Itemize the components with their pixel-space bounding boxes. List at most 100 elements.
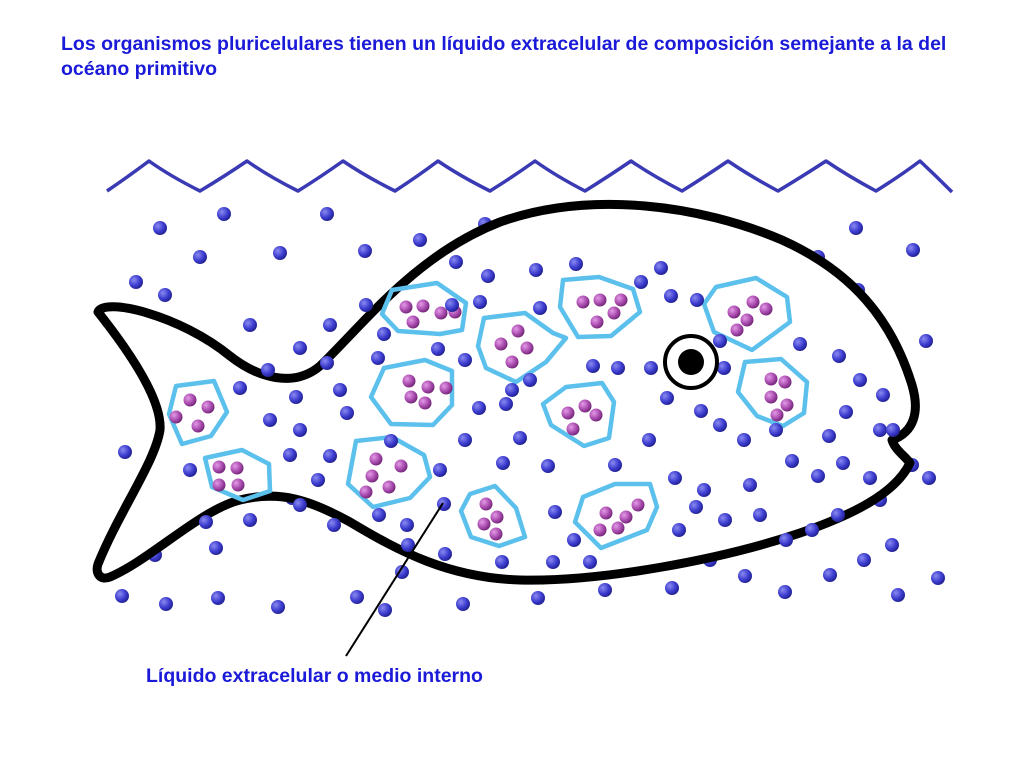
- cell-molecule: [416, 299, 430, 313]
- ocean-molecule: [211, 591, 225, 605]
- cell: [475, 310, 569, 385]
- fluid-molecule: [779, 533, 793, 547]
- cell-molecule: [576, 295, 590, 309]
- ocean-molecule: [598, 583, 612, 597]
- fluid-molecule: [697, 483, 711, 497]
- ocean-molecule: [158, 288, 172, 302]
- fluid-molecule: [672, 523, 686, 537]
- fluid-molecule: [546, 555, 560, 569]
- fluid-molecule: [836, 456, 850, 470]
- cell-molecule: [490, 510, 504, 524]
- fluid-molecule: [793, 337, 807, 351]
- ocean-molecule: [778, 585, 792, 599]
- cell-molecule: [505, 355, 519, 369]
- fluid-molecule: [548, 505, 562, 519]
- fluid-molecule: [664, 289, 678, 303]
- cell-molecule: [489, 527, 503, 541]
- ocean-molecule: [885, 538, 899, 552]
- cell-molecule: [561, 406, 575, 420]
- fluid-molecule: [384, 434, 398, 448]
- ocean-molecule: [350, 590, 364, 604]
- fluid-molecule: [608, 458, 622, 472]
- cell: [166, 378, 230, 447]
- fluid-molecule: [473, 295, 487, 309]
- ocean-molecule: [857, 553, 871, 567]
- ocean-molecule: [891, 588, 905, 602]
- fluid-molecule: [372, 508, 386, 522]
- fluid-molecule: [831, 508, 845, 522]
- fluid-molecule: [713, 418, 727, 432]
- fluid-molecule: [694, 404, 708, 418]
- fluid-molecule: [495, 555, 509, 569]
- fluid-molecule: [263, 413, 277, 427]
- cell-molecule: [477, 517, 491, 531]
- fluid-molecule: [611, 361, 625, 375]
- cell-molecule: [599, 506, 613, 520]
- fluid-molecule: [690, 293, 704, 307]
- cell-dots: [169, 293, 794, 541]
- fluid-molecule: [496, 456, 510, 470]
- cell-molecule: [494, 337, 508, 351]
- ocean-molecule: [129, 275, 143, 289]
- fluid-molecule: [541, 459, 555, 473]
- fluid-molecule: [583, 555, 597, 569]
- cell-molecule: [511, 324, 525, 338]
- ocean-molecule: [665, 581, 679, 595]
- cell-molecule: [439, 381, 453, 395]
- ocean-molecule: [922, 471, 936, 485]
- cell-molecule: [778, 375, 792, 389]
- fluid-molecule: [371, 351, 385, 365]
- fluid-molecule: [431, 342, 445, 356]
- fluid-molecule: [529, 263, 543, 277]
- fluid-molecule: [289, 390, 303, 404]
- fluid-molecule: [718, 513, 732, 527]
- fluid-molecule: [323, 318, 337, 332]
- fluid-molecule: [513, 431, 527, 445]
- ocean-molecule: [849, 221, 863, 235]
- ocean-molecule: [358, 244, 372, 258]
- cell-molecule: [394, 459, 408, 473]
- cell: [379, 280, 469, 337]
- fluid-molecule: [805, 523, 819, 537]
- ocean-molecule: [193, 250, 207, 264]
- fluid-molecule: [293, 341, 307, 355]
- cell: [701, 275, 793, 353]
- cell-molecule: [359, 485, 373, 499]
- fluid-molecule: [668, 471, 682, 485]
- cell-molecule: [746, 295, 760, 309]
- fluid-molecule: [717, 361, 731, 375]
- fluid-molecule: [283, 448, 297, 462]
- cell-molecule: [406, 315, 420, 329]
- fluid-molecule: [320, 356, 334, 370]
- cell-molecule: [780, 398, 794, 412]
- fluid-molecule: [660, 391, 674, 405]
- fluid-molecule: [261, 363, 275, 377]
- ocean-molecule: [823, 568, 837, 582]
- fluid-dots: [183, 255, 900, 569]
- cell-molecule: [402, 374, 416, 388]
- fluid-molecule: [737, 433, 751, 447]
- cell-molecule: [578, 399, 592, 413]
- fluid-molecule: [886, 423, 900, 437]
- cell-molecule: [369, 452, 383, 466]
- caption-label: Líquido extracelular o medio interno: [146, 665, 483, 687]
- cell: [458, 483, 528, 549]
- fluid-molecule: [769, 423, 783, 437]
- cell-molecule: [212, 460, 226, 474]
- cell-molecule: [593, 523, 607, 537]
- cell-molecule: [201, 400, 215, 414]
- fluid-molecule: [340, 406, 354, 420]
- fluid-molecule: [499, 397, 513, 411]
- fluid-molecule: [445, 298, 459, 312]
- cell-molecule: [382, 480, 396, 494]
- ocean-molecule: [118, 445, 132, 459]
- fluid-molecule: [873, 423, 887, 437]
- ocean-molecule: [531, 591, 545, 605]
- fluid-molecule: [654, 261, 668, 275]
- fluid-molecule: [523, 373, 537, 387]
- cell-molecule: [764, 372, 778, 386]
- cell-molecule: [607, 306, 621, 320]
- ocean-wave-line: [106, 159, 954, 194]
